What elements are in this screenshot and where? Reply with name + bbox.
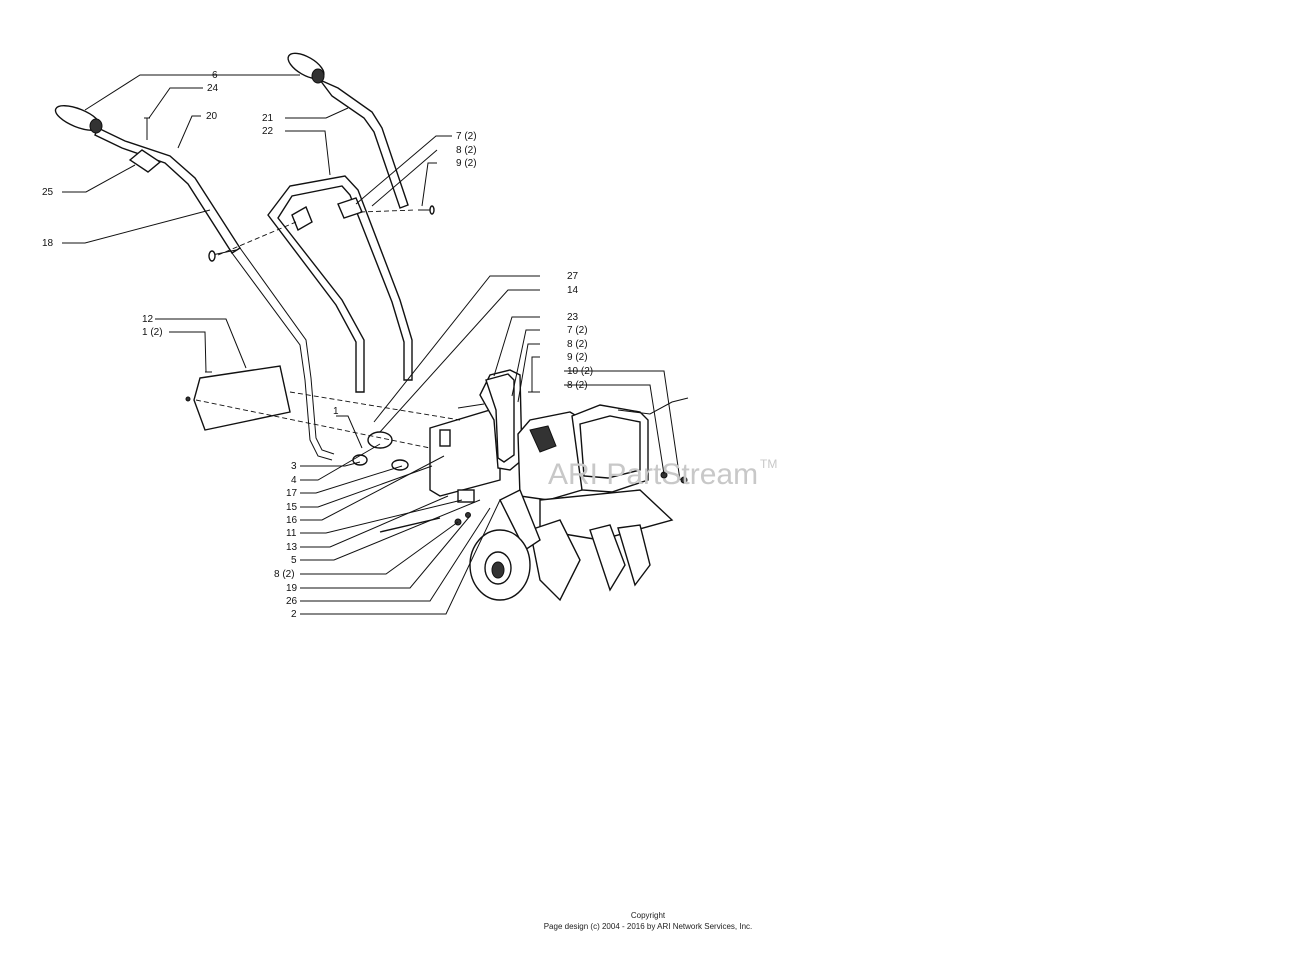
label-1-2: 1 (2) [142, 327, 163, 338]
label-21: 21 [262, 113, 274, 124]
label-25: 25 [42, 187, 54, 198]
label-23: 23 [567, 312, 579, 323]
label-8-mid: 8 (2) [567, 339, 588, 350]
label-24: 24 [207, 83, 219, 94]
label-3: 3 [291, 461, 297, 472]
shield-12 [185, 365, 291, 431]
label-17: 17 [286, 488, 298, 499]
part-labels: 6 24 20 25 18 21 22 7 (2) 8 (2) 9 (2) 27… [42, 70, 593, 620]
label-19: 19 [286, 583, 298, 594]
label-4: 4 [291, 475, 297, 486]
label-20: 20 [206, 111, 218, 122]
label-27: 27 [567, 271, 579, 282]
bracket-25 [128, 149, 162, 173]
label-26: 26 [286, 596, 298, 607]
label-22: 22 [262, 126, 274, 137]
label-1: 1 [333, 406, 339, 417]
wheel [469, 529, 531, 601]
bolt-handle-left [208, 249, 237, 262]
leader-lines [62, 74, 681, 615]
assembly-dash-lines [195, 209, 461, 449]
label-8-lower: 8 (2) [274, 569, 295, 580]
label-8-top: 8 (2) [456, 145, 477, 156]
label-14: 14 [567, 285, 579, 296]
label-12: 12 [142, 314, 154, 325]
lower-handle-22 [267, 175, 413, 393]
label-18: 18 [42, 238, 54, 249]
copyright-line: Page design (c) 2004 - 2016 by ARI Netwo… [543, 922, 753, 931]
grip-right [287, 52, 325, 84]
watermark: ARI PartStream TM [548, 457, 777, 491]
label-9-mid: 9 (2) [567, 352, 588, 363]
copyright-title: Copyright [630, 911, 666, 920]
label-7-top: 7 (2) [456, 131, 477, 142]
label-6: 6 [212, 70, 218, 81]
handle-bar-right [317, 78, 409, 209]
label-10: 10 (2) [567, 366, 593, 377]
label-8-engine: 8 (2) [567, 380, 588, 391]
bolt-9-top [418, 205, 435, 215]
watermark-tm: TM [760, 457, 777, 471]
label-11: 11 [286, 528, 297, 539]
grip-left [54, 105, 103, 134]
watermark-text: ARI PartStream [548, 458, 758, 491]
label-5: 5 [291, 555, 297, 566]
label-7-mid: 7 (2) [567, 325, 588, 336]
handle-bar-left [94, 127, 335, 461]
tine-assembly [499, 489, 674, 602]
label-15: 15 [286, 502, 298, 513]
label-16: 16 [286, 515, 298, 526]
label-2: 2 [291, 609, 297, 620]
label-13: 13 [286, 542, 298, 553]
label-9-top: 9 (2) [456, 158, 477, 169]
screw-24 [144, 117, 150, 140]
engine [517, 397, 689, 501]
